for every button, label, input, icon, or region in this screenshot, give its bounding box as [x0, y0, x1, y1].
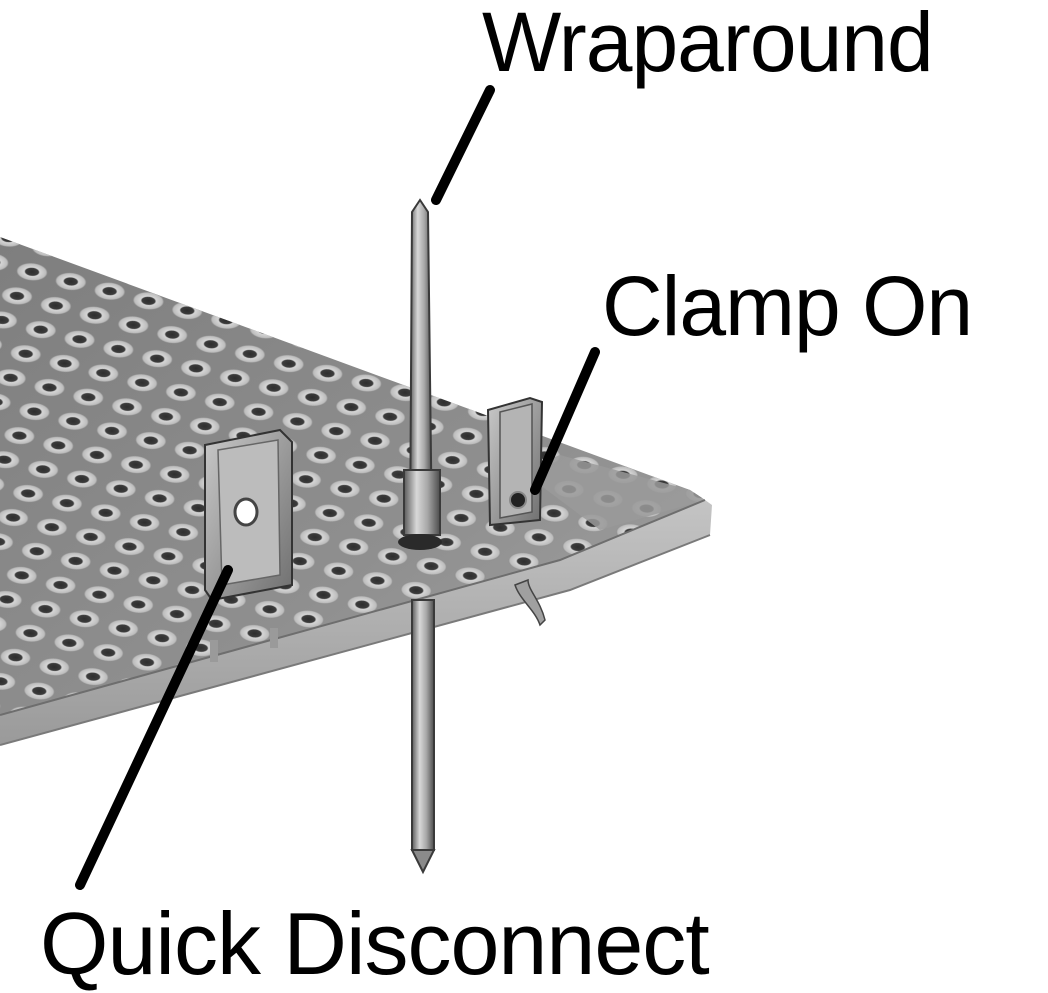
label-clamp-on: Clamp On: [602, 259, 973, 353]
perfboard-corner: [520, 455, 705, 530]
clamp-on-leader-line: [530, 347, 600, 495]
quick-disconnect-terminal: [204, 428, 293, 662]
wraparound-leader-line: [431, 85, 495, 205]
perfboard-bottom-line: [0, 534, 711, 746]
clamp-on-terminal: [486, 396, 546, 627]
label-quick-disconnect: Quick Disconnect: [40, 894, 710, 993]
wraparound-pin: [398, 198, 442, 875]
label-wraparound: Wraparound: [482, 0, 934, 89]
quick-disconnect-leader-line: [75, 565, 233, 890]
